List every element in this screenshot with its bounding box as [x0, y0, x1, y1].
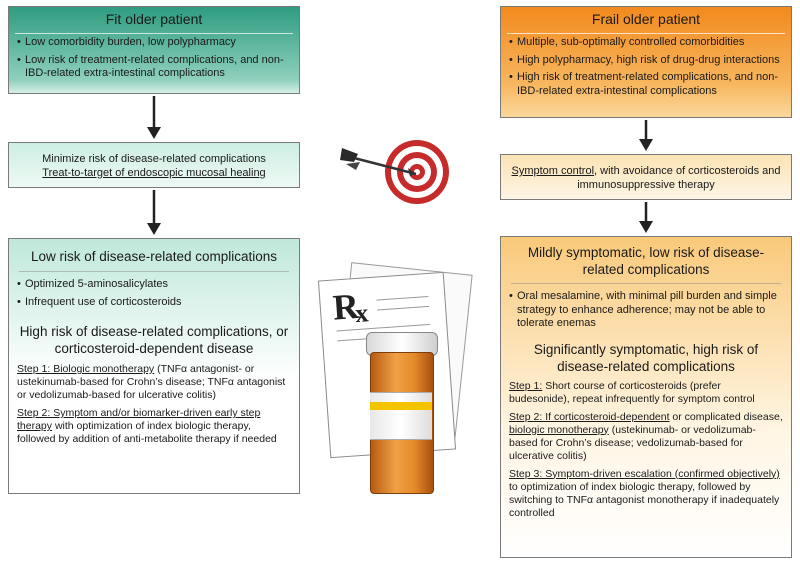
- arrow-down-icon: [147, 96, 161, 139]
- fit-goal-line1: Minimize risk of disease-related complic…: [42, 153, 266, 165]
- step-label: biologic monotherapy: [509, 423, 609, 436]
- mild-title: Mildly symptomatic, low risk of disease-…: [527, 245, 765, 277]
- fit-goal-line2: Treat-to-target of endoscopic mucosal he…: [42, 167, 266, 179]
- low-risk-title: Low risk of disease-related complication…: [30, 249, 278, 264]
- divider: [15, 33, 293, 34]
- list-item: Optimized 5-aminosalicylates: [17, 278, 293, 292]
- step-label: Step 2: If corticosteroid-dependent: [509, 410, 670, 423]
- pill-bottle-icon: [366, 332, 438, 502]
- step-text: with optimization of index biologic ther…: [17, 420, 277, 445]
- list-item: High risk of treatment-related complicat…: [509, 71, 785, 98]
- frail-goal-text: Symptom control, with avoidance of corti…: [511, 164, 781, 192]
- step-label: Step 1:: [509, 379, 543, 392]
- frail-goal-box: Symptom control, with avoidance of corti…: [500, 154, 792, 200]
- frail-patient-title: Frail older patient: [591, 11, 701, 27]
- step-text: Short course of corticosteroids (prefer …: [509, 379, 755, 405]
- step-text: (TNFα antagonist- or ustekinumab-based f…: [17, 363, 286, 401]
- arrow-down-icon: [639, 120, 653, 151]
- step-label: Step 2: Symptom and/or biomarker-driven …: [17, 407, 261, 432]
- frail-patient-box: Frail older patient Multiple, sub-optima…: [500, 6, 792, 118]
- fit-goal-box: Minimize risk of disease-related complic…: [8, 142, 300, 188]
- frail-step-3: Step 3: Symptom-driven escalation (confi…: [501, 468, 791, 520]
- divider: [511, 283, 781, 284]
- target-icon: [385, 140, 449, 204]
- fit-therapy-box: Low risk of disease-related complication…: [8, 238, 300, 494]
- frail-patient-bullets: Multiple, sub-optimally controlled comor…: [501, 36, 791, 98]
- list-item: Oral mesalamine, with minimal pill burde…: [509, 290, 785, 331]
- arrow-down-icon: [639, 202, 653, 233]
- goal-label: Symptom control: [511, 165, 595, 177]
- fit-patient-box: Fit older patient Low comorbidity burden…: [8, 6, 300, 94]
- frail-step-2: Step 2: If corticosteroid-dependent or c…: [501, 411, 791, 463]
- bottle-label: [370, 392, 432, 440]
- step-text: or complicated disease,: [669, 410, 783, 423]
- fit-patient-title: Fit older patient: [105, 11, 203, 27]
- list-item: Multiple, sub-optimally controlled comor…: [509, 36, 785, 50]
- step-text: to optimization of index biologic therap…: [509, 480, 780, 519]
- prescription-illustration: R x: [302, 262, 492, 512]
- step-label: Step 3: Symptom-driven escalation (confi…: [509, 467, 780, 480]
- list-item: Low risk of treatment-related complicati…: [17, 54, 293, 81]
- high-risk-title: High risk of disease-related complicatio…: [19, 324, 289, 356]
- significant-title: Significantly symptomatic, high risk of …: [533, 341, 759, 374]
- rx-subscript: x: [354, 298, 370, 329]
- list-item: Infrequent use of corticosteroids: [17, 296, 293, 310]
- fit-patient-bullets: Low comorbidity burden, low polypharmacy…: [9, 36, 299, 81]
- target-illustration: [340, 140, 449, 204]
- goal-text: , with avoidance of corticosteroids and …: [577, 165, 781, 191]
- mild-bullets: Oral mesalamine, with minimal pill burde…: [501, 290, 791, 331]
- step-label: Step 1: Biologic monotherapy: [17, 363, 155, 375]
- list-item: High polypharmacy, high risk of drug-dru…: [509, 54, 785, 68]
- fit-step-2: Step 2: Symptom and/or biomarker-driven …: [9, 407, 299, 446]
- frail-step-1: Step 1: Short course of corticosteroids …: [501, 380, 791, 406]
- step-text: (ustekinumab- or vedolizumab-based for C…: [509, 423, 756, 462]
- divider: [507, 33, 785, 34]
- arrow-icon: [340, 148, 417, 176]
- fit-step-1: Step 1: Biologic monotherapy (TNFα antag…: [9, 363, 299, 402]
- bottle-label-stripe: [370, 402, 432, 410]
- frail-therapy-box: Mildly symptomatic, low risk of disease-…: [500, 236, 792, 558]
- low-risk-bullets: Optimized 5-aminosalicylates Infrequent …: [9, 278, 299, 309]
- arrow-down-icon: [147, 190, 161, 235]
- divider: [19, 271, 289, 272]
- list-item: Low comorbidity burden, low polypharmacy: [17, 36, 293, 50]
